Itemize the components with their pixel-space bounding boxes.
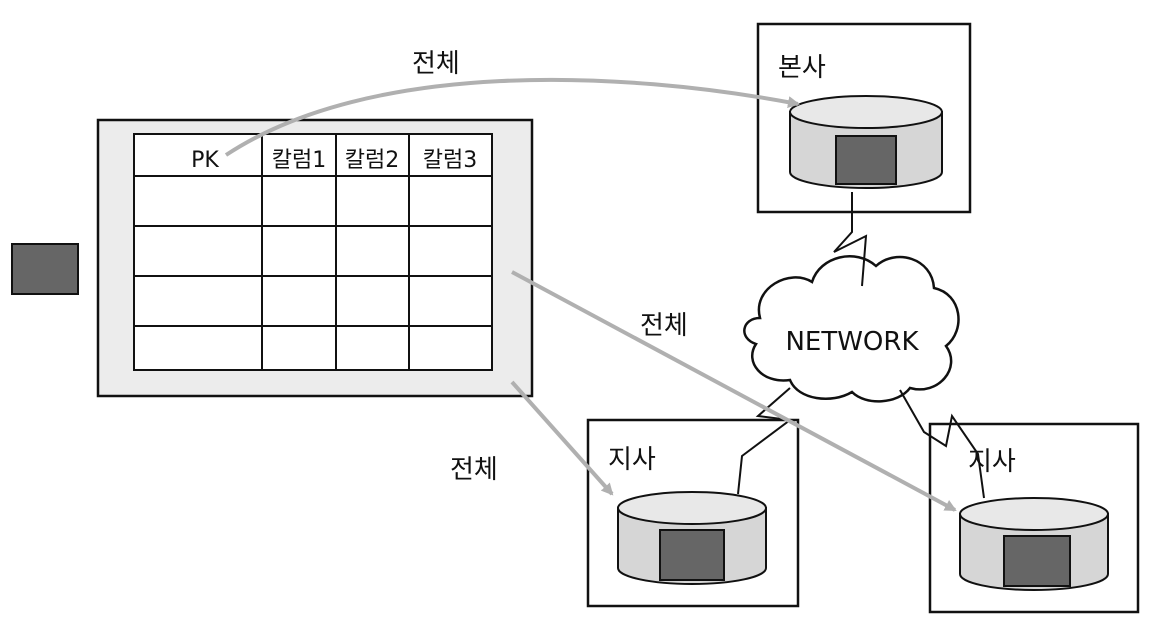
- arrow-label-bottom: 전체: [450, 455, 498, 485]
- network-link-headquarters: [833, 192, 868, 287]
- table-header-column1: 칼럼1: [272, 148, 326, 173]
- arrow-label-middle: 전체: [640, 311, 688, 341]
- network-link-branch-right: [899, 389, 985, 499]
- headquarters-label: 본사: [778, 53, 826, 83]
- replication-arrow-to-branch-left: [510, 380, 614, 496]
- standalone-record-block: [11, 243, 79, 295]
- headquarters-site: 본사: [756, 22, 972, 214]
- branch-left-database-icon: [617, 491, 767, 585]
- branch-left-label: 지사: [608, 445, 656, 475]
- arrow-label-top: 전체: [412, 49, 460, 79]
- network-cloud: NETWORK: [743, 255, 960, 403]
- network-label: NETWORK: [785, 327, 919, 357]
- replication-arrow-to-headquarters: [224, 77, 800, 157]
- replication-arrow-to-branch-right: [511, 270, 957, 512]
- table-header-column2: 칼럼2: [345, 148, 399, 173]
- table-header-pk: PK: [191, 148, 219, 173]
- table-header-column3: 칼럼3: [423, 148, 477, 173]
- source-table-panel: PK 칼럼1 칼럼2 칼럼3: [96, 118, 534, 398]
- branch-site-right: 지사: [928, 422, 1140, 614]
- branch-right-database-icon: [959, 497, 1109, 591]
- branch-site-left: 지사: [586, 418, 800, 608]
- headquarters-database-icon: [789, 95, 943, 189]
